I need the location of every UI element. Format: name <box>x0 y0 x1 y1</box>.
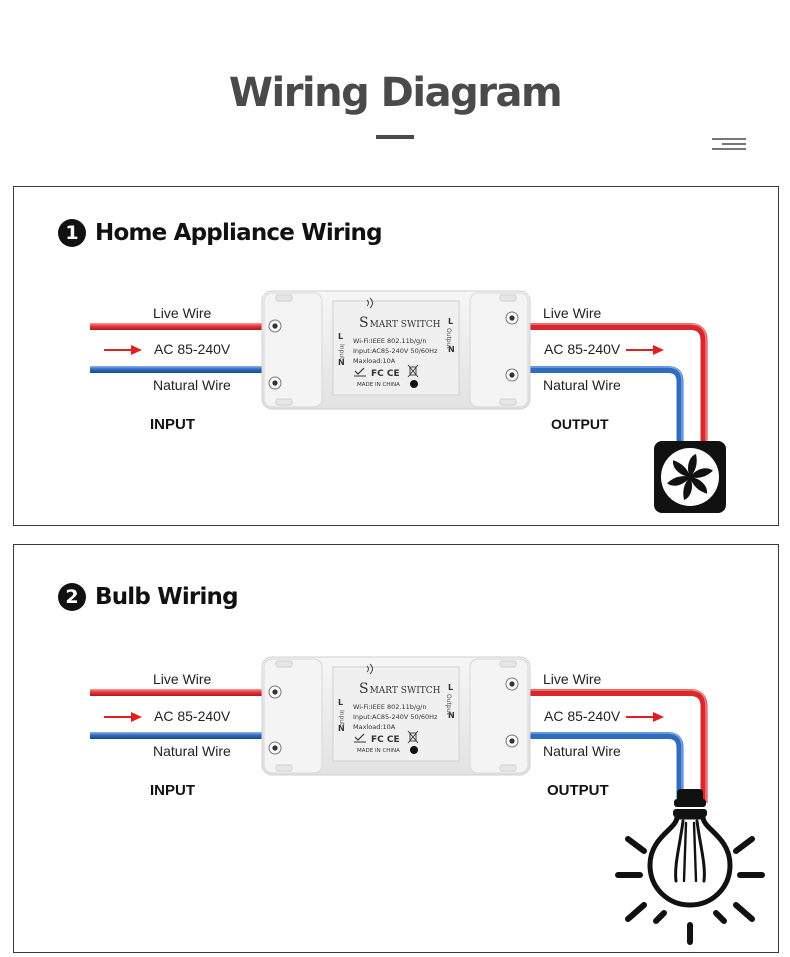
ac-voltage-label: AC 85-240V <box>154 708 231 724</box>
terminal-L-label: L <box>448 317 453 326</box>
ac-voltage-label: AC 85-240V <box>544 341 621 357</box>
section-number-badge: 2 <box>58 583 86 611</box>
certification-check-icon <box>354 733 366 743</box>
live-wire-label: Live Wire <box>543 671 602 687</box>
recycle-bin-icon <box>407 364 419 378</box>
terminal-screw-icon <box>505 677 519 691</box>
svg-text:SMART SWITCH: SMART SWITCH <box>359 681 441 697</box>
spec-maxload: Maxload:10A <box>353 357 396 365</box>
menu-icon[interactable] <box>712 138 746 150</box>
arrow-right-icon <box>104 345 142 355</box>
input-side-label: Input <box>338 710 345 726</box>
neutral-wire-input <box>90 366 266 373</box>
terminal-screw-icon <box>268 741 282 755</box>
live-wire-output <box>522 323 708 447</box>
arrow-right-icon <box>104 712 142 722</box>
smart-switch-device: L N Input L N Output SMART SWITCH Wi-Fi:… <box>261 290 531 410</box>
neutral-wire-output <box>522 366 684 447</box>
terminal-N-label: N <box>448 711 455 720</box>
fan-icon <box>654 441 726 513</box>
home-appliance-wiring-panel: 1 Home Appliance Wiring <box>13 186 779 526</box>
brand-initial: S <box>359 315 369 331</box>
recycle-bin-icon <box>407 730 419 744</box>
live-wire-input <box>90 323 266 330</box>
live-wire-input <box>90 689 266 696</box>
certification-marks: FC CE <box>371 735 400 745</box>
neutral-wire-output <box>522 732 684 803</box>
wiring-diagram-1: Live Wire AC 85-240V Natural Wire INPUT … <box>90 290 726 513</box>
brand-initial: S <box>359 681 369 697</box>
wifi-signal-icon <box>366 297 373 309</box>
terminal-screw-icon <box>268 376 282 390</box>
input-label: INPUT <box>150 416 195 433</box>
natural-wire-label: Natural Wire <box>543 377 621 393</box>
terminal-screw-icon <box>268 685 282 699</box>
output-side-label: Output <box>445 694 452 715</box>
terminal-L-label: L <box>338 698 343 707</box>
terminal-L-label: L <box>448 683 453 692</box>
page-title: Wiring Diagram <box>228 70 563 116</box>
smart-switch-device: L N Input L N Output SMART SWITCH Wi-Fi:… <box>261 656 531 776</box>
ac-voltage-label: AC 85-240V <box>544 708 621 724</box>
natural-wire-label: Natural Wire <box>153 377 231 393</box>
terminal-N-label: N <box>448 345 455 354</box>
certification-check-icon <box>354 367 366 377</box>
terminal-N-label: N <box>338 724 345 733</box>
terminal-screw-icon <box>505 734 519 748</box>
spec-wifi: Wi-Fi:IEEE 802.11b/g/n <box>353 703 427 711</box>
section-heading: 1 Home Appliance Wiring <box>58 219 383 247</box>
bulb-icon <box>615 789 765 945</box>
natural-wire-label: Natural Wire <box>153 743 231 759</box>
title-underline <box>376 135 414 139</box>
output-label: OUTPUT <box>551 416 609 432</box>
brand-name: MART SWITCH <box>370 686 441 696</box>
input-label: INPUT <box>150 782 195 799</box>
section-title: Bulb Wiring <box>95 584 239 610</box>
spec-maxload: Maxload:10A <box>353 723 396 731</box>
terminal-screw-icon <box>505 311 519 325</box>
terminal-screw-icon <box>505 368 519 382</box>
wifi-signal-icon <box>366 663 373 675</box>
bulb-wiring-panel: 2 Bulb Wiring Live Wire <box>13 544 779 953</box>
arrow-right-icon <box>626 345 664 355</box>
certification-marks: FC CE <box>371 369 400 379</box>
section-title: Home Appliance Wiring <box>95 220 383 246</box>
brand-name: MART SWITCH <box>370 320 441 330</box>
ac-voltage-label: AC 85-240V <box>154 341 231 357</box>
neutral-wire-input <box>90 732 266 739</box>
led-indicator <box>410 380 418 388</box>
output-label: OUTPUT <box>547 782 609 799</box>
led-indicator <box>410 746 418 754</box>
section-number-badge: 1 <box>58 219 86 247</box>
terminal-screw-icon <box>268 319 282 333</box>
terminal-L-label: L <box>338 332 343 341</box>
live-wire-label: Live Wire <box>153 305 212 321</box>
spec-wifi: Wi-Fi:IEEE 802.11b/g/n <box>353 337 427 345</box>
section-heading: 2 Bulb Wiring <box>58 583 239 611</box>
live-wire-label: Live Wire <box>543 305 602 321</box>
svg-text:SMART SWITCH: SMART SWITCH <box>359 315 441 331</box>
made-in-label: MADE IN CHINA <box>357 748 400 754</box>
live-wire-label: Live Wire <box>153 671 212 687</box>
wiring-diagram-2: Live Wire AC 85-240V Natural Wire INPUT … <box>90 656 765 945</box>
arrow-right-icon <box>626 712 664 722</box>
output-side-label: Output <box>445 328 452 349</box>
live-wire-output <box>522 689 708 803</box>
input-side-label: Input <box>338 344 345 360</box>
spec-input: Input:AC85-240V 50/60Hz <box>353 347 438 355</box>
spec-input: Input:AC85-240V 50/60Hz <box>353 713 438 721</box>
natural-wire-label: Natural Wire <box>543 743 621 759</box>
made-in-label: MADE IN CHINA <box>357 382 400 388</box>
terminal-N-label: N <box>338 358 345 367</box>
